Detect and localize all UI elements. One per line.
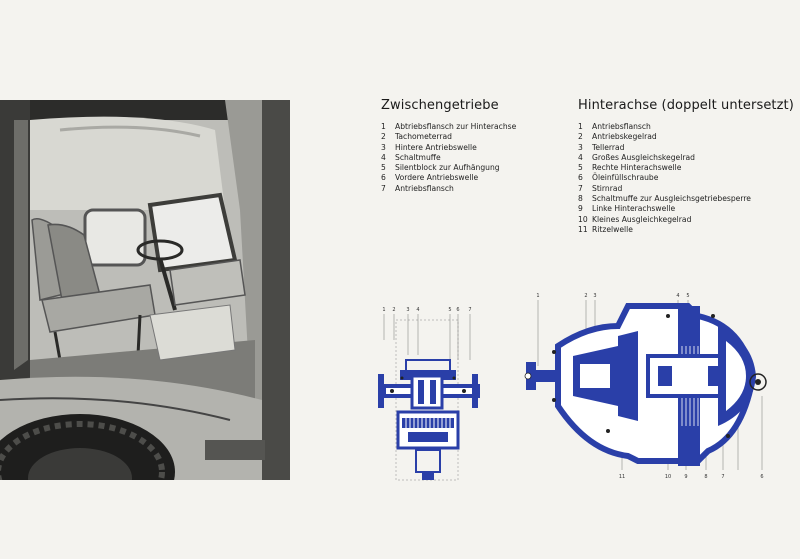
hinterachse-part-item: 7 Stirnrad — [578, 184, 751, 194]
part-number: 5 — [381, 163, 386, 173]
diagram-callout-number: 7 — [468, 307, 471, 313]
part-label: Antriebsflansch — [395, 183, 454, 193]
part-label: Öleinfüllschraube — [592, 173, 659, 183]
diagram-callout-number: 7 — [721, 474, 724, 480]
diagram-callout-number: 3 — [406, 307, 409, 313]
part-number: 4 — [381, 152, 386, 162]
heading-hinterachse: Hinterachse (doppelt untersetzt) — [578, 98, 794, 113]
diagram-callout-number: 4 — [416, 307, 419, 313]
part-number: 7 — [578, 183, 583, 193]
part-number: 5 — [578, 163, 583, 173]
zwischengetriebe-part-item: 1 Abtriebsflansch zur Hinterachse — [381, 122, 516, 132]
diagram-callout-number: 8 — [704, 474, 707, 480]
diagram-callout-number: 6 — [456, 307, 459, 313]
part-number: 10 — [578, 214, 588, 224]
part-number: 4 — [578, 152, 583, 162]
part-number: 3 — [381, 142, 386, 152]
hinterachse-part-item: 9 Linke Hinterachswelle — [578, 204, 751, 214]
zwischengetriebe-part-item: 5 Silentblock zur Aufhängung — [381, 163, 516, 173]
diagram-callout-number: 4 — [676, 293, 679, 299]
diagram-callout-number: 2 — [584, 293, 587, 299]
cab-interior-photo — [0, 100, 290, 480]
part-label: Abtriebsflansch zur Hinterachse — [395, 122, 517, 131]
diagram-callout-number: 9 — [684, 474, 687, 480]
part-label: Tellerrad — [592, 142, 625, 152]
part-number: 7 — [381, 183, 386, 193]
part-number: 8 — [578, 194, 583, 204]
part-label: Linke Hinterachswelle — [592, 204, 676, 214]
part-label: Schaltmuffe zur Ausgleichsgetriebesperre — [592, 194, 751, 204]
hinterachse-part-item: 11 Ritzelwelle — [578, 225, 751, 235]
zwischengetriebe-part-item: 2 Tachometerrad — [381, 132, 516, 142]
diagram-callout-number: 6 — [760, 474, 763, 480]
hinterachse-part-item: 3 Tellerrad — [578, 143, 751, 153]
part-label: Ritzelwelle — [592, 224, 633, 234]
part-number: 1 — [578, 122, 583, 131]
part-number: 2 — [578, 132, 583, 142]
hinterachse-part-item: 10 Kleines Ausgleichkegelrad — [578, 215, 751, 225]
part-number: 6 — [578, 173, 583, 183]
diagram-callout-number: 1 — [536, 293, 539, 299]
heading-zwischengetriebe: Zwischengetriebe — [381, 98, 499, 113]
part-label: Schaltmuffe — [395, 152, 441, 162]
part-label: Stirnrad — [592, 183, 623, 193]
parts-list-zwischengetriebe: 1 Abtriebsflansch zur Hinterachse 2 Tachome… — [381, 122, 516, 194]
part-label: Hintere Antriebswelle — [395, 142, 477, 152]
part-label: Vordere Antriebswelle — [395, 173, 479, 183]
hinterachse-part-item: 1 Antriebsflansch — [578, 122, 751, 132]
hinterachse-part-item: 6 Öleinfüllschraube — [578, 173, 751, 183]
diagram-callout-number: 5 — [448, 307, 451, 313]
part-label: Kleines Ausgleichkegelrad — [592, 214, 692, 224]
diagram-callout-number: 2 — [392, 307, 395, 313]
part-label: Großes Ausgleichskegelrad — [592, 152, 695, 162]
zwischengetriebe-part-item: 3 Hintere Antriebswelle — [381, 143, 516, 153]
hinterachse-part-item: 8 Schaltmuffe zur Ausgleichsgetriebesperr… — [578, 194, 751, 204]
hinterachse-part-item: 4 Großes Ausgleichskegelrad — [578, 153, 751, 163]
part-label: Rechte Hinterachswelle — [592, 163, 682, 173]
parts-list-hinterachse: 1 Antriebsflansch 2 Antriebskegelrad 3 Teller… — [578, 122, 751, 235]
part-label: Antriebskegelrad — [592, 132, 657, 142]
part-label: Silentblock zur Aufhängung — [395, 163, 500, 173]
diagram-callout-number: 5 — [686, 293, 689, 299]
diagram-callout-number: 11 — [619, 474, 625, 480]
part-number: 11 — [578, 224, 588, 234]
part-number: 1 — [381, 122, 386, 131]
hinterachse-part-item: 5 Rechte Hinterachswelle — [578, 163, 751, 173]
diagram-callout-number: 1 — [382, 307, 385, 313]
zwischengetriebe-part-item: 7 Antriebsflansch — [381, 184, 516, 194]
part-number: 9 — [578, 204, 583, 214]
part-number: 6 — [381, 173, 386, 183]
zwischengetriebe-part-item: 4 Schaltmuffe — [381, 153, 516, 163]
part-label: Antriebsflansch — [592, 122, 651, 131]
diagram-callout-number: 10 — [665, 474, 671, 480]
part-number: 2 — [381, 132, 386, 142]
part-number: 3 — [578, 142, 583, 152]
hinterachse-part-item: 2 Antriebskegelrad — [578, 132, 751, 142]
part-label: Tachometerrad — [395, 132, 452, 142]
zwischengetriebe-part-item: 6 Vordere Antriebswelle — [381, 173, 516, 183]
diagram-callout-number: 3 — [593, 293, 596, 299]
